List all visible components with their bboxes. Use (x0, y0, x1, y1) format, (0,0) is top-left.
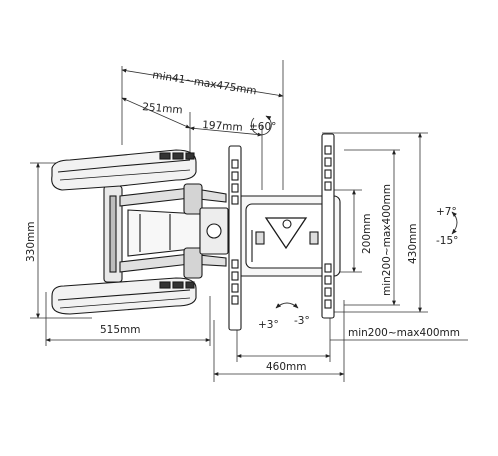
rotation-arc-icon (275, 302, 299, 309)
label-swivel: ±60° (249, 121, 276, 133)
label-rotate-plus: +3° (258, 319, 279, 331)
wall-mount-drawing (51, 133, 341, 331)
head-triangle (264, 217, 308, 250)
label-tilt-up: +7° (436, 206, 457, 218)
label-rotate-minus: -3° (294, 315, 310, 327)
label-top-extension: min41~max475mm (152, 69, 258, 97)
label-arm-lower: 197mm (202, 119, 243, 134)
label-wall-plate-height: 330mm (25, 222, 37, 263)
tilt-arc-icon (451, 211, 458, 235)
dimension-lines (30, 60, 468, 382)
upper-arm (51, 149, 197, 191)
swivel-arc-icon (250, 115, 272, 136)
label-total-height: 430mm (407, 224, 419, 265)
label-vesa-width: min200~max400mm (348, 327, 460, 339)
label-arm-width: 515mm (100, 324, 141, 336)
label-vesa-height: min200~max400mm (381, 184, 393, 296)
label-plate-width: 460mm (266, 361, 307, 373)
label-arm-upper: 251mm (142, 101, 183, 116)
label-tilt-down: -15° (436, 235, 458, 247)
label-plate-height: 200mm (361, 214, 373, 255)
motion-arrows (250, 115, 458, 309)
